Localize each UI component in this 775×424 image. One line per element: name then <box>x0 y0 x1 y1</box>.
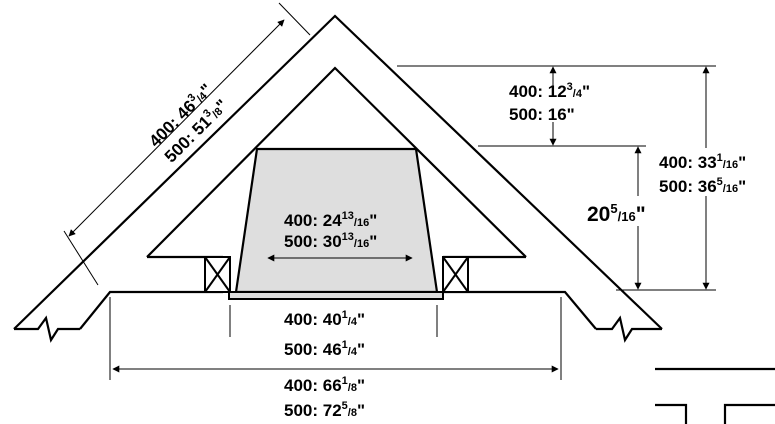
inner-width-label: 400: 2413/16" 500: 3013/16" <box>284 210 377 251</box>
svg-text:400: 123/4": 400: 123/4" <box>509 81 590 101</box>
top-gap-label: 400: 123/4" 500: 16" <box>509 81 590 124</box>
svg-text:500: 16": 500: 16" <box>509 105 575 124</box>
svg-text:500: 3013/16": 500: 3013/16" <box>284 231 377 251</box>
svg-text:400: 401/4": 400: 401/4" <box>284 309 365 329</box>
cargo-height-label: 205/16" <box>587 201 646 226</box>
slope-label: 400: 463/4" 500: 513/8" <box>145 80 231 166</box>
svg-text:400: 331/16": 400: 331/16" <box>659 152 746 172</box>
slope-ext-top <box>278 2 311 36</box>
svg-text:400: 661/8": 400: 661/8" <box>284 375 365 395</box>
svg-text:500: 461/4": 500: 461/4" <box>284 339 365 359</box>
adjacent-diagram-fragment <box>655 367 775 424</box>
svg-text:500: 725/8": 500: 725/8" <box>284 400 365 420</box>
total-height-label: 400: 331/16" 500: 365/16" <box>659 152 746 196</box>
svg-text:500: 365/16": 500: 365/16" <box>659 176 746 196</box>
slope-ext-bottom <box>63 230 99 286</box>
slope-dimension-line <box>68 19 285 237</box>
svg-text:400: 2413/16": 400: 2413/16" <box>284 210 377 230</box>
support-block-left <box>204 256 231 293</box>
support-block-right <box>442 256 469 293</box>
svg-text:205/16": 205/16" <box>587 201 646 226</box>
base-width-label: 400: 661/8" 500: 725/8" <box>284 375 365 420</box>
floor-width-label: 400: 401/4" 500: 461/4" <box>284 309 365 359</box>
floor-plate <box>228 291 444 300</box>
